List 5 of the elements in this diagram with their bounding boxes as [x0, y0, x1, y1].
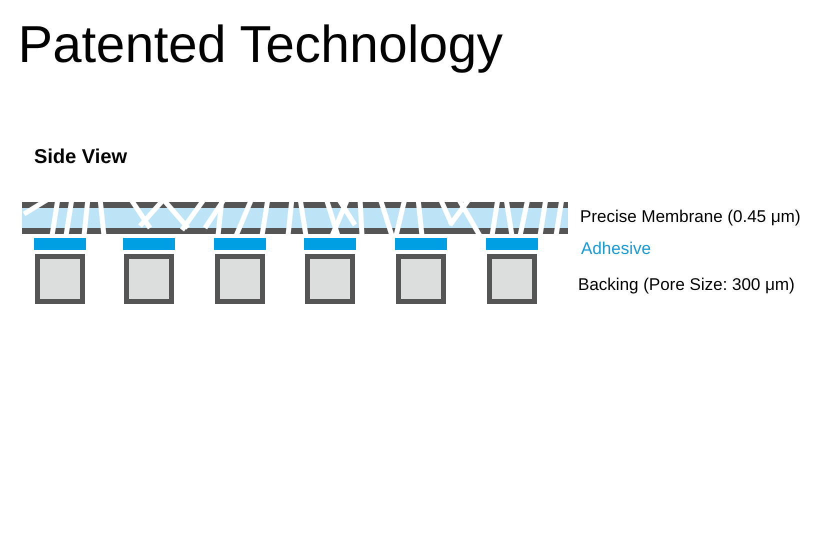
layer-label: Backing (Pore Size: 300 μm)	[578, 274, 795, 296]
section-heading: Side View	[34, 146, 128, 168]
layer-label: Precise Membrane (0.45 μm)	[580, 206, 800, 228]
layer-label: Adhesive	[581, 238, 651, 260]
page-title: Patented Technology	[18, 15, 503, 76]
